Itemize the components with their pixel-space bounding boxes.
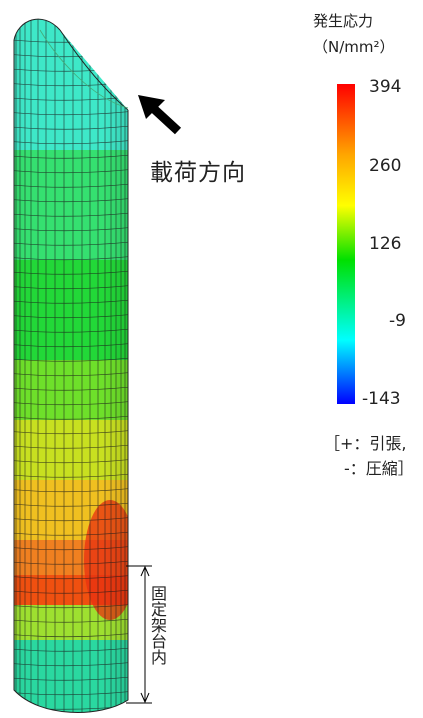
legend-tick-max: 394: [369, 77, 402, 97]
mesh-row-15: [14, 256, 128, 261]
mesh-row-35: [14, 546, 128, 551]
mesh-row-16: [14, 270, 128, 275]
mesh-row-6: [14, 125, 128, 130]
mesh-row-29: [14, 459, 128, 464]
mesh-row-44: [14, 676, 128, 681]
mesh-row-38: [14, 589, 128, 594]
mesh-row-34: [14, 531, 128, 536]
mesh-row-41: [14, 633, 128, 638]
mesh-row-20: [14, 328, 128, 333]
mesh-row-40: [14, 618, 128, 623]
mesh-row-14: [14, 241, 128, 246]
legend-title: 発生応力: [313, 12, 374, 30]
mesh-row-9: [14, 169, 128, 174]
mesh-row-28: [14, 444, 128, 449]
mesh-row-27: [14, 430, 128, 435]
legend-tick-126: 126: [369, 234, 402, 254]
mesh-row-22: [14, 357, 128, 362]
mesh-row-5: [14, 111, 128, 116]
mesh-row-26: [14, 415, 128, 420]
mesh-row-37: [14, 575, 128, 580]
fixed-section-dimension: [126, 565, 152, 704]
mesh-row-19: [14, 314, 128, 319]
fem-mesh-grid: [14, 19, 128, 713]
load-direction-label: 載荷方向: [150, 160, 246, 186]
fixed-section-label: 固定架台内: [148, 585, 167, 665]
legend-sign-note-tension: ［+：引張,: [324, 434, 407, 453]
legend-colorbar: [337, 84, 355, 404]
mesh-row-12: [14, 212, 128, 217]
legend-tick-260: 260: [369, 156, 402, 176]
mesh-row-32: [14, 502, 128, 507]
mesh-row-31: [14, 488, 128, 493]
mesh-row-24: [14, 386, 128, 391]
mesh-row-7: [14, 140, 128, 145]
mesh-row-4: [14, 96, 128, 101]
legend-tick-minus9: -9: [389, 311, 406, 331]
legend-unit: （N/mm²）: [313, 38, 395, 56]
cylinder-fem-model: [14, 19, 128, 713]
legend-tick-min: -143: [362, 389, 401, 409]
mesh-row-10: [14, 183, 128, 188]
mesh-row-8: [14, 154, 128, 159]
mesh-row-13: [14, 227, 128, 232]
cylinder-top-edge: [13, 18, 129, 111]
mesh-row-36: [14, 560, 128, 565]
mesh-row-18: [14, 299, 128, 304]
mesh-row-45: [14, 691, 128, 696]
mesh-row-23: [14, 372, 128, 377]
mesh-row-39: [14, 604, 128, 609]
mesh-row-17: [14, 285, 128, 290]
legend-sign-note-compression: -：圧縮］: [344, 459, 414, 478]
mesh-row-43: [14, 662, 128, 667]
load-direction-arrow: [138, 95, 182, 135]
cylinder-outline: [13, 40, 129, 713]
mesh-row-30: [14, 473, 128, 478]
mesh-row-21: [14, 343, 128, 348]
mesh-row-25: [14, 401, 128, 406]
mesh-row-42: [14, 647, 128, 652]
mesh-row-33: [14, 517, 128, 522]
mesh-row-11: [14, 198, 128, 203]
